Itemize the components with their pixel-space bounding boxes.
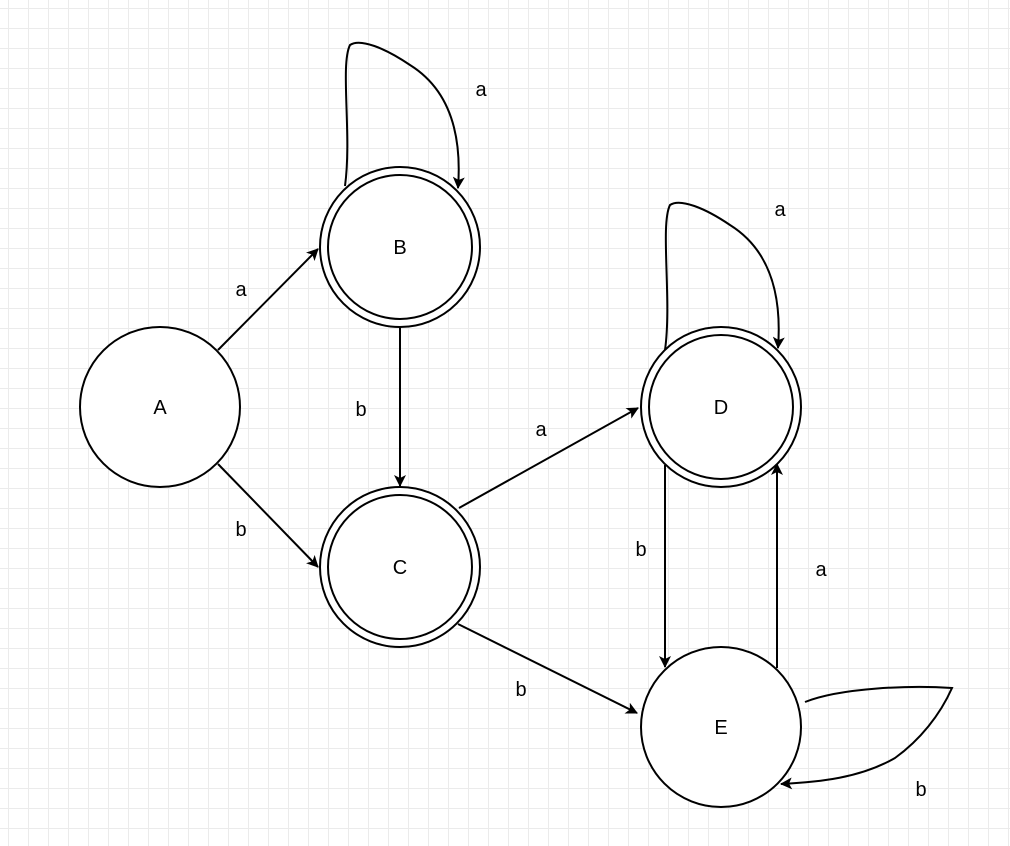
edge-label-d-loop: a	[774, 199, 786, 221]
state-a-circle	[79, 326, 241, 488]
edge-c-to-e	[457, 623, 638, 714]
state-b[interactable]: B	[319, 166, 481, 328]
state-c-inner-circle	[327, 494, 473, 640]
edge-a-to-b	[217, 248, 319, 351]
transition-labels: a b a b a b a b a b	[235, 79, 926, 801]
state-d[interactable]: D	[640, 326, 802, 488]
state-c-label: C	[393, 557, 407, 579]
transitions	[217, 41, 954, 790]
state-a-label: A	[153, 397, 167, 419]
edge-label-a-to-c: b	[235, 519, 246, 541]
edge-c-to-d	[458, 407, 639, 509]
state-c[interactable]: C	[319, 486, 481, 648]
edge-e-loop	[780, 685, 954, 790]
state-b-outer-circle	[319, 166, 481, 328]
state-d-label: D	[714, 397, 728, 419]
state-c-outer-circle	[319, 486, 481, 648]
edge-label-c-to-e: b	[515, 679, 526, 701]
state-b-inner-circle	[327, 174, 473, 320]
edge-b-loop	[344, 41, 465, 189]
edge-label-e-loop: b	[915, 779, 926, 801]
state-d-inner-circle	[648, 334, 794, 480]
state-b-label: B	[393, 237, 406, 259]
state-e[interactable]: E	[640, 646, 802, 808]
state-e-circle	[640, 646, 802, 808]
edge-label-c-to-d: a	[535, 419, 547, 441]
edge-label-d-to-e: b	[635, 539, 646, 561]
edge-label-e-to-d: a	[815, 559, 827, 581]
state-d-outer-circle	[640, 326, 802, 488]
edge-label-b-to-c: b	[355, 399, 366, 421]
edge-d-loop	[664, 201, 785, 351]
edge-label-a-to-b: a	[235, 279, 247, 301]
edge-label-b-loop: a	[475, 79, 487, 101]
state-e-label: E	[714, 717, 727, 739]
edge-a-to-c	[217, 463, 319, 568]
state-a[interactable]: A	[79, 326, 241, 488]
